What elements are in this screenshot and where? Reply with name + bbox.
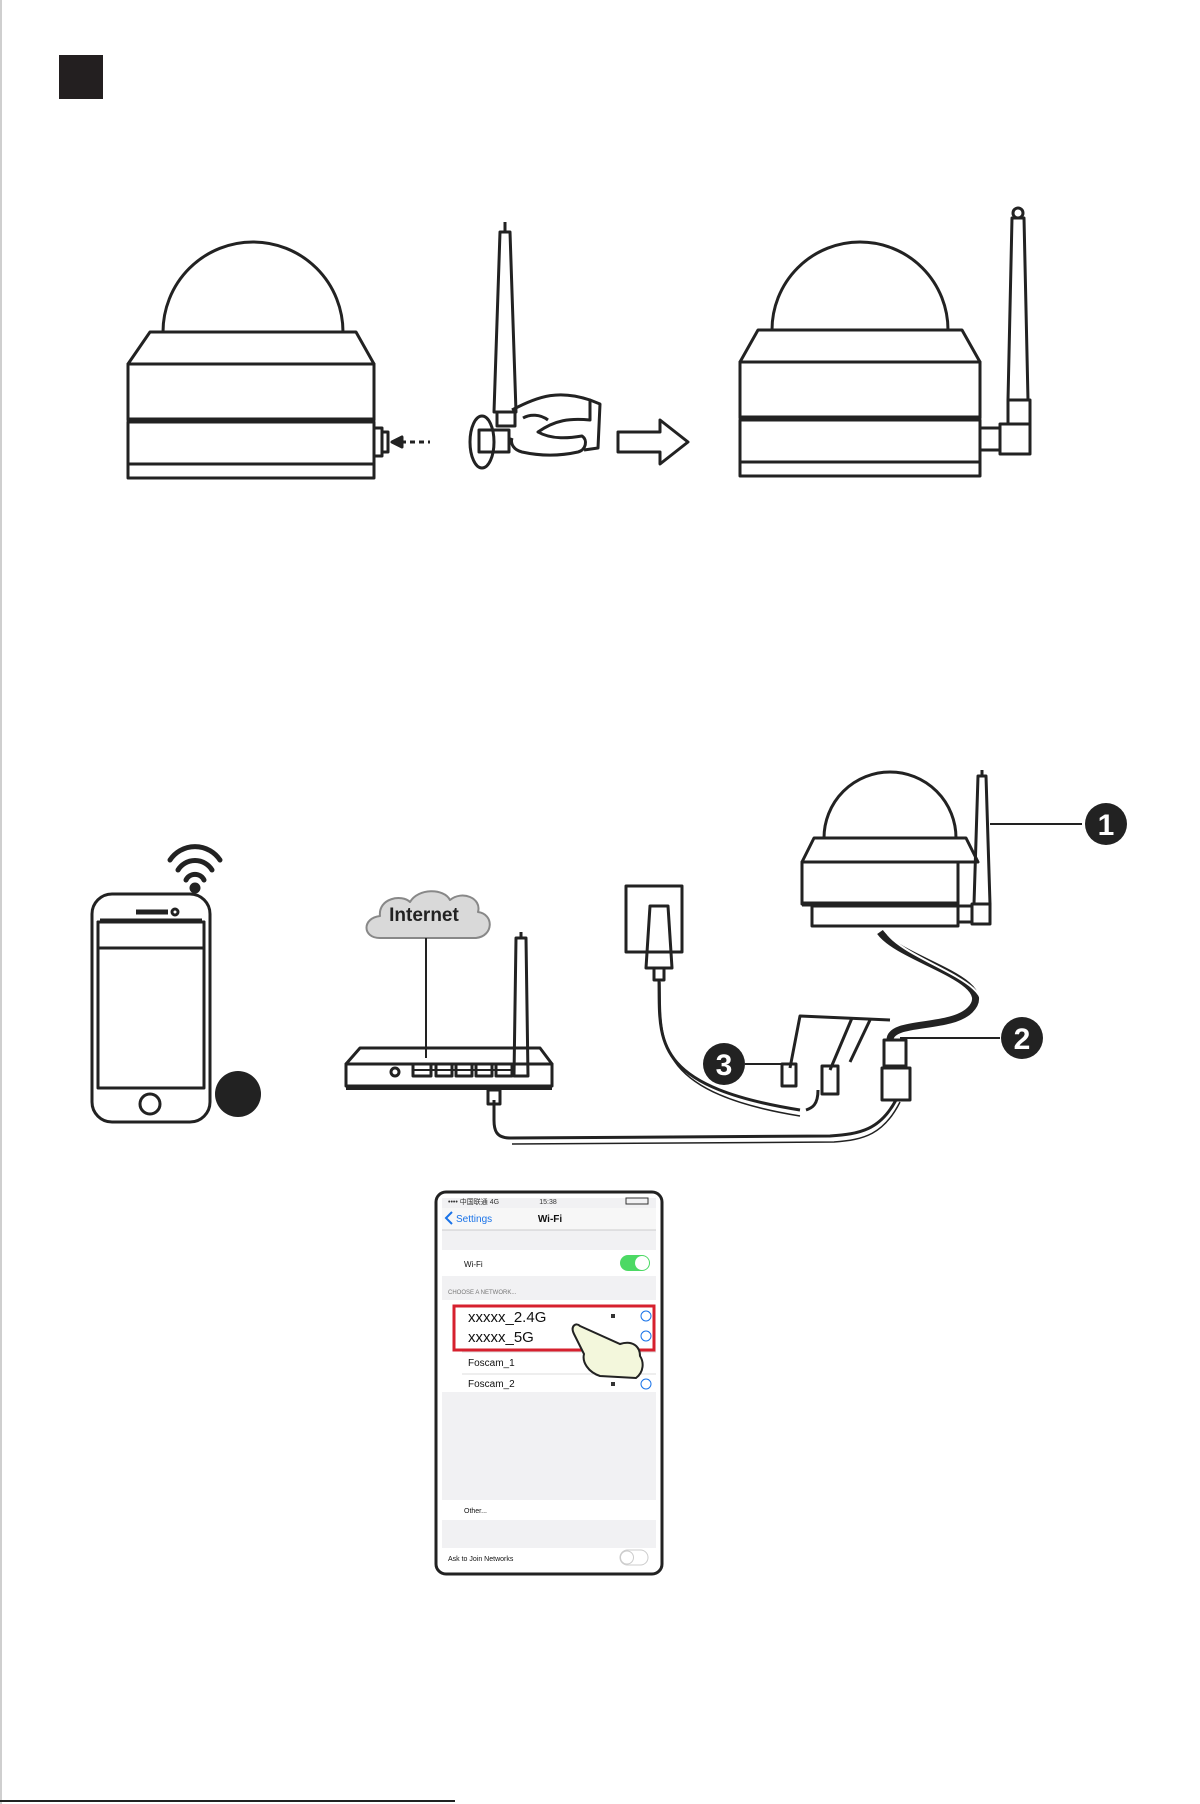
network-item-5g[interactable]: xxxxx_5G	[468, 1329, 534, 1346]
callout-badge-3: 3	[703, 1043, 745, 1085]
step-dot	[215, 1071, 261, 1117]
status-carrier: •••• 中国联通 4G	[448, 1197, 499, 1206]
footer-rule	[0, 1800, 455, 1802]
callout-number-1: 1	[1098, 809, 1115, 842]
network-item-foscam-1[interactable]: Foscam_1	[468, 1358, 515, 1369]
right-arrow-icon	[618, 420, 688, 464]
antenna-in-hand	[470, 222, 600, 468]
wifi-signal-icon	[170, 847, 220, 891]
camera-without-antenna	[128, 242, 430, 478]
ask-join-label: Ask to Join Networks	[448, 1556, 514, 1563]
camera-with-antenna	[740, 208, 1030, 476]
smartphone	[92, 894, 210, 1122]
wifi-row-label: Wi-Fi	[464, 1260, 483, 1269]
network-item-foscam-2[interactable]: Foscam_2	[468, 1379, 515, 1390]
callout-badge-2: 2	[1001, 1017, 1043, 1059]
internet-label: Internet	[389, 905, 459, 926]
callout-badge-1: 1	[1085, 803, 1127, 845]
wifi-settings-screenshot: •••• 中国联通 4G 15:38 Settings Wi-Fi Wi-Fi …	[436, 1192, 662, 1574]
choose-network-header: CHOOSE A NETWORK...	[448, 1290, 517, 1296]
callout-number-2: 2	[1014, 1023, 1031, 1056]
back-button[interactable]: Settings	[456, 1214, 492, 1225]
other-network-item[interactable]: Other...	[464, 1508, 487, 1515]
camera-connected	[802, 770, 990, 926]
router	[346, 932, 552, 1088]
callout-number-3: 3	[716, 1049, 733, 1082]
screen-title: Wi-Fi	[538, 1214, 563, 1225]
network-item-2-4g[interactable]: xxxxx_2.4G	[468, 1309, 546, 1326]
status-time: 15:38	[539, 1199, 557, 1206]
